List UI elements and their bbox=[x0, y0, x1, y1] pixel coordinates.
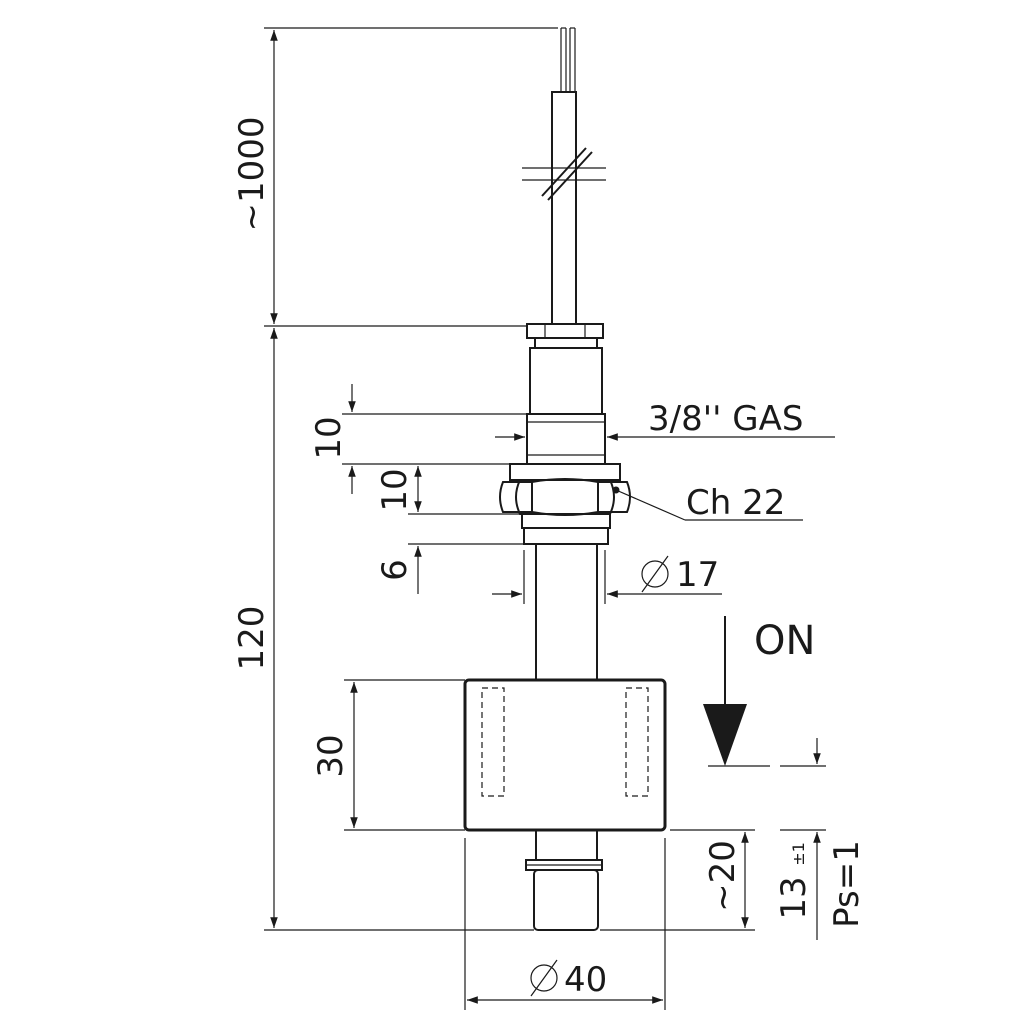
hex-nut bbox=[499, 463, 631, 545]
label-stem-diameter: 17 bbox=[676, 555, 719, 595]
cable-break-symbol bbox=[522, 147, 606, 201]
cable bbox=[551, 27, 577, 325]
labels: ~1000 120 10 10 6 30 ~20 13 ±1 Ps=1 3/8'… bbox=[232, 116, 867, 1000]
dim-bottom-length bbox=[600, 829, 755, 931]
label-specific-gravity: Ps=1 bbox=[827, 840, 867, 928]
cable-gland bbox=[526, 323, 604, 415]
label-total-length: 120 bbox=[232, 606, 272, 671]
bottom-stem bbox=[525, 830, 603, 931]
label-bottom-length: ~20 bbox=[703, 840, 743, 912]
dim-nut-height bbox=[408, 466, 520, 515]
label-switch-point: 13 bbox=[774, 876, 814, 919]
dim-cable-length bbox=[264, 27, 558, 327]
float-switch-part bbox=[463, 27, 667, 931]
dim-thread-height bbox=[342, 384, 527, 494]
dim-total-length bbox=[264, 328, 534, 931]
label-collar-height: 6 bbox=[375, 559, 415, 581]
label-cable-length: ~1000 bbox=[232, 116, 272, 231]
label-thread-spec: 3/8'' GAS bbox=[648, 399, 803, 439]
label-switch-tolerance: ±1 bbox=[789, 842, 808, 866]
dimensions bbox=[264, 27, 835, 1010]
label-float-diameter: 40 bbox=[564, 960, 607, 1000]
dim-stem-diameter bbox=[492, 550, 722, 604]
label-thread-height: 10 bbox=[309, 416, 349, 459]
float-body bbox=[463, 678, 667, 832]
diameter-symbol-icon bbox=[641, 555, 669, 593]
label-nut-height: 10 bbox=[375, 468, 415, 511]
label-action-state: ON bbox=[754, 618, 815, 664]
thread-section bbox=[526, 413, 606, 465]
label-float-height: 30 bbox=[311, 734, 351, 777]
stem bbox=[535, 544, 598, 680]
label-wrench-size: Ch 22 bbox=[686, 483, 785, 523]
diameter-symbol-icon bbox=[530, 959, 558, 997]
dim-float-height bbox=[344, 679, 465, 831]
dim-float-diameter bbox=[464, 838, 666, 1010]
leader-wrench-size bbox=[612, 486, 803, 521]
dim-collar-height bbox=[408, 543, 524, 594]
dim-switch-point bbox=[780, 738, 826, 940]
arrow-down-icon bbox=[703, 616, 770, 767]
